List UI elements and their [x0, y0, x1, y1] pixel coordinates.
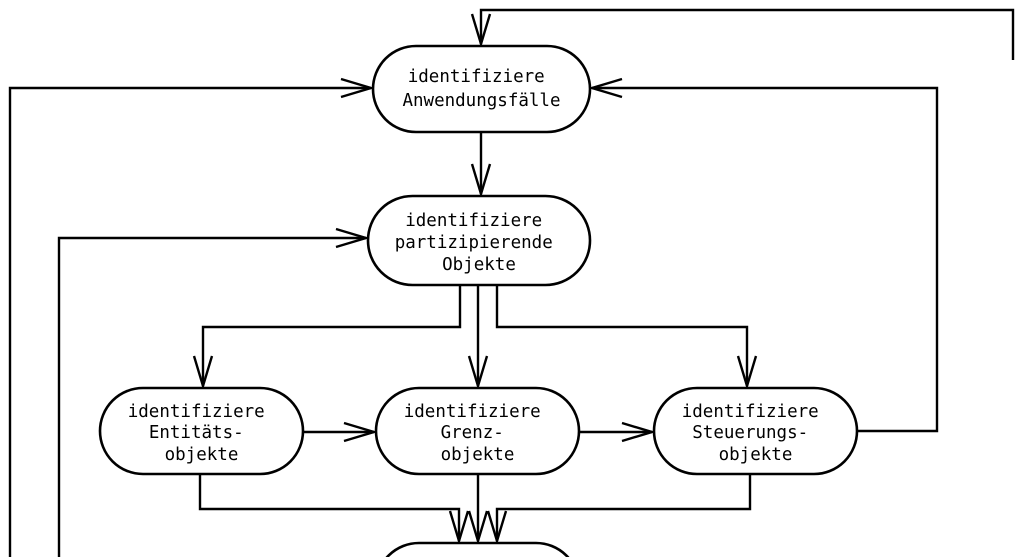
node-anwendungsfaelle-shape	[371, 44, 592, 134]
arrowhead-top-into-anwendungsfaelle	[470, 13, 492, 49]
edge-steuerungs-to-bottom	[495, 474, 752, 541]
arrowhead-entitaets-to-grenz	[343, 421, 379, 443]
node-steuerungsobjekte-shape	[652, 386, 859, 476]
node-steuerungsobjekte-label: identifiziere Steuerungs- objekte	[682, 402, 830, 465]
node-grenzobjekte-label: identifiziere Grenz- objekte	[404, 402, 552, 465]
node-grenzobjekte[interactable]: identifiziere Grenz- objekte	[374, 386, 581, 476]
node-layer: identifiziere Anwendungsfälle identifizi…	[98, 44, 859, 557]
node-entitaetsobjekte-label: identifiziere Entitäts- objekte	[128, 402, 276, 465]
edge-partizipierende-to-entitaets	[201, 285, 462, 386]
arrowhead-left-into-partizipierende	[335, 227, 371, 249]
node-partizipierende-objekte-shape	[366, 194, 592, 287]
arrowhead-into-partizipierende-top	[470, 163, 492, 199]
arrowhead-grenz-into-bottom	[467, 510, 489, 546]
node-steuerungsobjekte[interactable]: identifiziere Steuerungs- objekte	[652, 386, 859, 476]
edge-top-loop-into-anwendungsfaelle	[479, 8, 1015, 60]
edge-layer	[8, 8, 1015, 557]
node-entitaetsobjekte-shape	[98, 386, 305, 476]
arrowhead-entitaets-into-bottom	[448, 510, 470, 546]
node-grenzobjekte-shape	[374, 386, 581, 476]
node-partizipierende-objekte[interactable]: identifiziere partizipierende Objekte	[366, 194, 592, 287]
node-bottom-partial[interactable]	[376, 541, 579, 557]
arrowhead-steuerungs-into-bottom	[486, 510, 508, 546]
node-entitaetsobjekte[interactable]: identifiziere Entitäts- objekte	[98, 386, 305, 476]
edge-partizipierende-to-steuerungs	[495, 285, 749, 386]
arrowhead-right-into-anwendungsfaelle	[587, 77, 623, 99]
node-anwendungsfaelle[interactable]: identifiziere Anwendungsfälle	[371, 44, 592, 134]
arrowhead-into-grenz-top	[467, 355, 489, 391]
node-anwendungsfaelle-label: identifiziere Anwendungsfälle	[402, 67, 560, 111]
edge-left-loop-into-partizipierende	[57, 236, 366, 557]
node-bottom-partial-shape	[385, 541, 570, 557]
arrowhead-grenz-to-steuerungs	[621, 421, 657, 443]
node-partizipierende-objekte-label: identifiziere partizipierende Objekte	[395, 211, 564, 275]
edge-left-loop-into-anwendungsfaelle	[8, 86, 371, 557]
arrowhead-into-entitaets-top	[192, 355, 214, 391]
arrowhead-into-steuerungs-top	[736, 355, 758, 391]
arrowhead-left-into-anwendungsfaelle	[340, 77, 376, 99]
edge-entitaets-to-bottom	[198, 474, 461, 541]
edge-steuerungs-to-anwendungsfaelle	[592, 86, 939, 433]
